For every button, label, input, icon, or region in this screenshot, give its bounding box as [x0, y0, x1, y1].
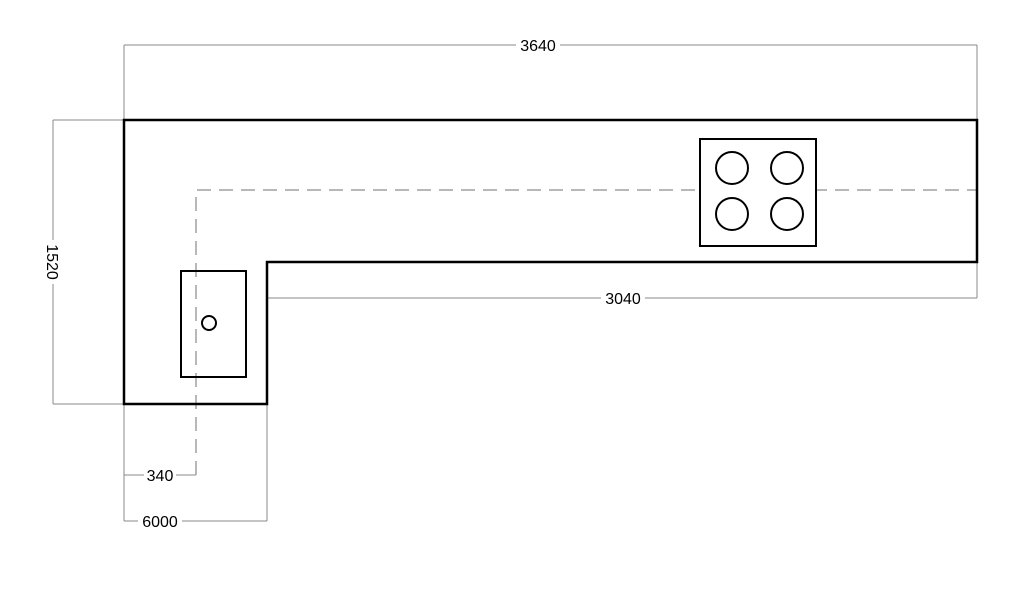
burner-icon — [770, 197, 804, 231]
dimension-line-sink-offset — [123, 404, 196, 521]
burner-icon — [715, 151, 749, 185]
dimension-line-overall-depth — [52, 119, 124, 405]
dimension-lines — [52, 44, 978, 522]
countertop-outline — [122, 118, 979, 406]
dimension-sink-offset: 340 — [147, 468, 174, 485]
burner-icon — [770, 151, 804, 185]
sink-drain-icon — [201, 315, 217, 331]
dimension-line-overall-length — [123, 44, 978, 120]
sink — [180, 270, 247, 378]
burner-icon — [715, 197, 749, 231]
dimension-overall-depth: 1520 — [43, 244, 60, 280]
cooktop — [699, 138, 817, 247]
centerline-dashed — [195, 189, 977, 475]
dimension-return-width: 6000 — [142, 514, 178, 531]
dimension-inner-run: 3040 — [605, 291, 641, 308]
dimension-overall-length: 3640 — [520, 38, 556, 55]
